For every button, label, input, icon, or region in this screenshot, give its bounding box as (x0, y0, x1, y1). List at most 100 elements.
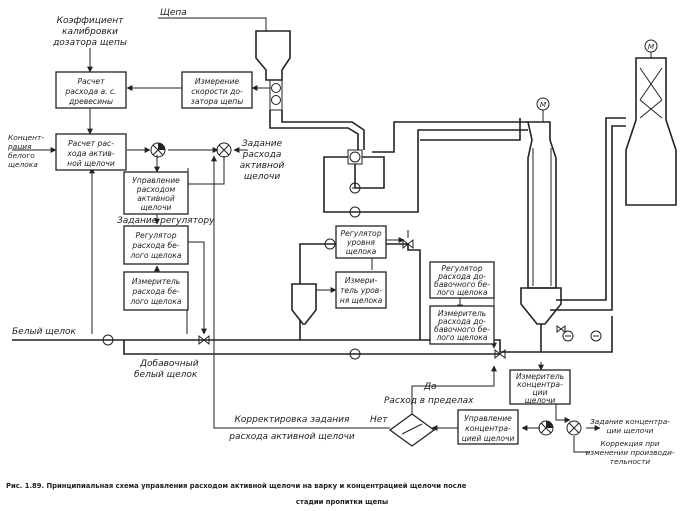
block-calc-wood-flow: Расчет расхода а. с. древесины (55, 71, 127, 109)
separator-motor-label: M (648, 42, 655, 51)
svg-text:концентра-: концентра- (517, 380, 563, 389)
svg-text:Регулятор: Регулятор (441, 264, 482, 273)
digester (520, 121, 562, 325)
digester-motor-label: M (540, 100, 547, 109)
summing-junction-icon (566, 420, 582, 436)
block-additional-liquor-controller: Регулятор расхода до- бавочного бе- лого… (429, 261, 495, 299)
conc-setpoint-label-2: ции щелочи (607, 426, 654, 435)
svg-text:Расчет: Расчет (78, 77, 106, 86)
svg-text:расхода до-: расхода до- (437, 272, 486, 281)
svg-text:лого щелока: лого щелока (129, 297, 181, 306)
concentration-label-2: рация (7, 142, 32, 151)
valve-icon (402, 238, 414, 250)
digester-motor-icon: M (536, 97, 550, 122)
alkali-setpoint-label-3: активной (240, 161, 285, 171)
block-white-liquor-controller: Регулятор расхода бе- лого щелока (123, 225, 189, 265)
svg-text:бавочного бе-: бавочного бе- (434, 280, 490, 289)
svg-text:хода актив-: хода актив- (66, 149, 115, 158)
svg-text:расходом: расходом (136, 185, 176, 194)
white-liquor-label: Белый щелок (12, 327, 77, 337)
decision-diamond (388, 413, 436, 447)
svg-text:Измеритель: Измеритель (438, 309, 486, 318)
pump-icon (102, 334, 114, 346)
svg-text:лого щелока: лого щелока (435, 333, 487, 342)
chip-meter-icon (271, 83, 281, 105)
capacity-correction-label-1: Коррекция при (600, 439, 659, 448)
calibration-label-3: дозатора щепы (52, 38, 127, 48)
svg-text:щелока: щелока (346, 247, 377, 256)
block-concentration-control: Управление концентра- цией щелочи (457, 409, 519, 445)
svg-text:Измеритель: Измеритель (132, 277, 180, 286)
capacity-correction-label-2: изменении производи- (585, 448, 675, 457)
concentration-label-1: Концент- (8, 133, 44, 142)
summing-junction-icon (216, 142, 232, 158)
alkali-setpoint-label-4: щелочи (244, 172, 281, 182)
svg-text:уровня: уровня (346, 238, 375, 247)
block-additional-liquor-meter: Измеритель расхода до- бавочного бе- лог… (429, 305, 495, 345)
block-level-controller: Регулятор уровня щелока (335, 225, 387, 259)
pump-icon (349, 182, 361, 194)
capacity-correction-label-3: тельности (610, 457, 651, 466)
svg-text:расхода бе-: расхода бе- (131, 241, 179, 250)
impregnation-vessel (291, 283, 317, 325)
pump-icon (590, 330, 602, 342)
additional-liquor-label-1: Добавочный (139, 359, 199, 369)
flow-in-range-label: Расход в пределах (384, 396, 474, 406)
conc-setpoint-label-1: Задание концентра- (590, 417, 670, 426)
svg-text:Регулятор: Регулятор (340, 229, 381, 238)
chip-conveyor (269, 110, 365, 150)
block-calc-active-alkali: Расчет рас- хода актив- ной щелочи (55, 133, 127, 171)
svg-text:Управление: Управление (132, 176, 180, 185)
svg-text:Измери-: Измери- (345, 276, 378, 285)
svg-text:ции: ции (532, 388, 547, 397)
alkali-setpoint-label-2: расхода (242, 150, 282, 160)
valve-icon (556, 325, 566, 333)
no-label: Нет (370, 415, 388, 425)
rotary-feeder-icon (347, 149, 363, 165)
separator-tower (625, 57, 677, 206)
svg-text:лого щелока: лого щелока (129, 251, 181, 260)
svg-text:щелочи: щелочи (141, 203, 172, 212)
svg-text:бавочного бе-: бавочного бе- (434, 325, 490, 334)
concentration-label-3: белого (8, 151, 35, 160)
svg-text:концентра-: концентра- (465, 424, 511, 433)
calibration-label-1: Коэффициент (57, 16, 124, 26)
block-active-alkali-control: Управление расходом активной щелочи (123, 171, 189, 215)
pump-icon (349, 206, 361, 218)
summing-junction-icon (538, 420, 554, 436)
concentration-label-4: щелока (8, 160, 38, 169)
svg-text:затора щепы: затора щепы (191, 97, 243, 106)
svg-text:цией щелочи: цией щелочи (462, 434, 515, 443)
figure-caption-line-2: стадии пропитки щепы (296, 498, 388, 506)
svg-text:Измерение: Измерение (195, 77, 240, 86)
block-white-liquor-meter: Измеритель расхода бе- лого щелока (123, 271, 189, 311)
alkali-setpoint-label-1: Задание (242, 139, 283, 149)
svg-text:расхода до-: расхода до- (437, 317, 486, 326)
block-chip-speed-meter: Измерение скорости до- затора щепы (181, 71, 253, 109)
block-concentration-meter: Измеритель концентра- ции щелочи (509, 369, 571, 405)
svg-text:тель уров-: тель уров- (340, 286, 382, 295)
svg-text:расхода бе-: расхода бе- (131, 287, 179, 296)
svg-text:лого щелока: лого щелока (435, 288, 487, 297)
figure-caption-line-1: Рис. 1.89. Принципиальная схема управлен… (6, 482, 467, 490)
additional-liquor-line (123, 340, 500, 355)
yes-label: Да (423, 382, 437, 392)
additional-liquor-label-2: белый щелок (134, 370, 198, 380)
pump-icon (349, 348, 361, 360)
controller-setpoint-label: Задание регулятору (117, 216, 215, 226)
correction-label-2: расхода активной щелочи (228, 432, 355, 442)
svg-text:ня щелока: ня щелока (340, 296, 383, 305)
summing-junction-icon (150, 142, 166, 158)
pump-icon (324, 238, 336, 250)
svg-text:древесины: древесины (68, 97, 113, 106)
svg-text:активной: активной (137, 194, 175, 203)
pump-icon (562, 330, 574, 342)
svg-text:Управление: Управление (464, 414, 512, 423)
valve-icon (494, 348, 506, 360)
chip-hopper (255, 30, 291, 111)
svg-text:скорости до-: скорости до- (191, 87, 243, 96)
valve-icon (198, 334, 210, 346)
separator-motor-icon: M (644, 39, 658, 58)
correction-label-1: Корректировка задания (235, 415, 350, 425)
